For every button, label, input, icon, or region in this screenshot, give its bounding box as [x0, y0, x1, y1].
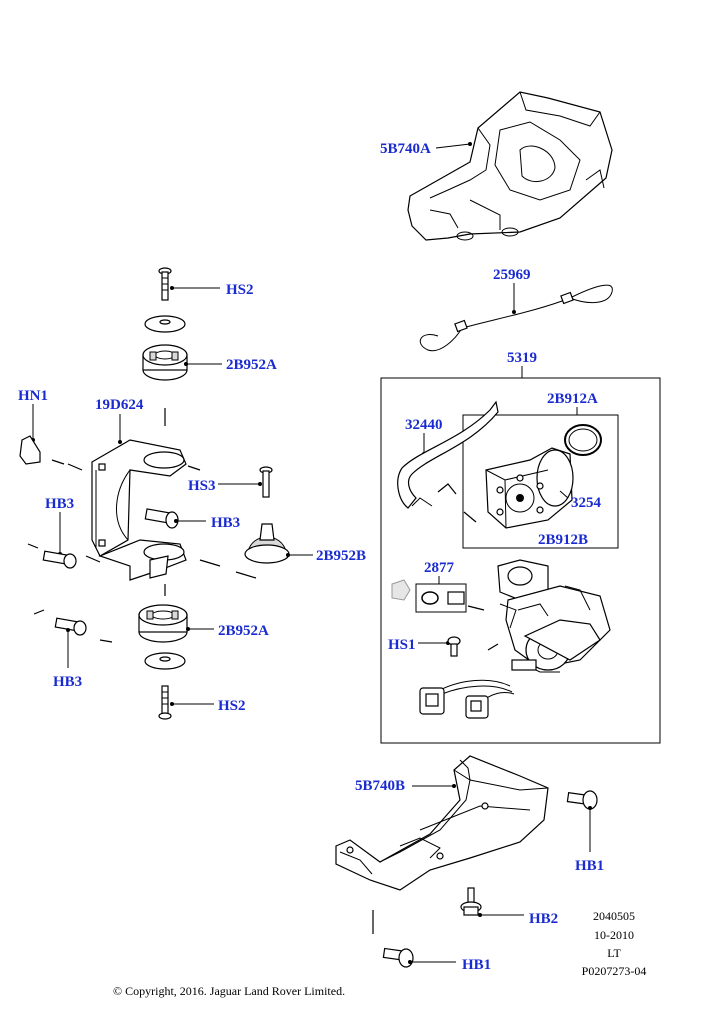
copyright-notice: © Copyright, 2016. Jaguar Land Rover Lim… — [113, 984, 345, 998]
spring-2877 — [421, 591, 439, 605]
callout-5B740B: 5B740B — [355, 778, 405, 794]
callout-HB1-right: HB1 — [575, 858, 604, 874]
callout-2877: 2877 — [424, 560, 455, 576]
valve-2877 — [447, 591, 465, 605]
callout-25969: 25969 — [493, 267, 531, 283]
callout-HS1: HS1 — [388, 637, 416, 653]
kit-box-2877 — [415, 583, 467, 613]
hose-32440 — [397, 400, 499, 509]
callout-HS2-bottom: HS2 — [218, 698, 246, 714]
compressor-head — [485, 447, 574, 529]
callout-2B912A: 2B912A — [547, 391, 598, 407]
callout-HS3: HS3 — [188, 478, 216, 494]
bracket-19D624 — [91, 439, 187, 581]
valve-sleeve — [391, 579, 411, 601]
lower-tray-5B740B — [335, 755, 549, 891]
bolt-HB1-right — [566, 790, 598, 810]
callout-HB3-left: HB3 — [45, 496, 74, 512]
bolt-HB3-bottom — [54, 617, 87, 636]
bolt-HS3 — [259, 466, 273, 498]
mount-2B952B — [244, 523, 290, 564]
callout-HB3-mid: HB3 — [211, 515, 240, 531]
callout-2B952A-top: 2B952A — [226, 357, 277, 373]
callout-HN1: HN1 — [18, 388, 48, 404]
clip-HN1 — [19, 435, 41, 465]
bolt-HB2 — [460, 887, 482, 916]
callout-2B952B: 2B952B — [316, 548, 366, 564]
callout-32440: 32440 — [405, 417, 443, 433]
callout-19D624: 19D624 — [95, 397, 144, 413]
cable-25969 — [419, 284, 613, 352]
bolt-HB3-left — [42, 550, 77, 569]
mount-2B952A-bottom — [138, 604, 188, 643]
o-ring-2B912A — [564, 424, 602, 456]
callout-2B952A-bottom: 2B952A — [218, 623, 269, 639]
meta-reference: P0207273-04 — [582, 964, 647, 978]
bolt-HB3-mid — [144, 508, 179, 529]
upper-cover-5B740A — [407, 91, 613, 241]
bolt-HS2-bottom — [158, 685, 172, 720]
callout-HB2: HB2 — [529, 911, 558, 927]
callout-HB3-bottom: HB3 — [53, 674, 82, 690]
callout-HS2-top: HS2 — [226, 282, 254, 298]
callout-HB1-bottom: HB1 — [462, 957, 491, 973]
callout-3254: 3254 — [571, 495, 602, 511]
kit-box-5319 — [380, 377, 661, 744]
callout-2B912B: 2B912B — [538, 532, 588, 548]
bolt-HS2-top — [158, 267, 172, 301]
kit-box-2B912B — [462, 414, 619, 549]
screw-HS1 — [447, 636, 461, 657]
meta-date: 10-2010 — [594, 928, 634, 942]
bolt-HB1-bottom — [382, 947, 414, 968]
compressor-unit — [497, 559, 611, 673]
callout-5319: 5319 — [507, 350, 537, 366]
meta-code: 2040505 — [593, 909, 635, 923]
meta-region: LT — [607, 946, 621, 960]
callout-5B740A-top: 5B740A — [380, 141, 431, 157]
mount-2B952A-top — [142, 344, 188, 381]
wiring-harness — [419, 679, 515, 719]
